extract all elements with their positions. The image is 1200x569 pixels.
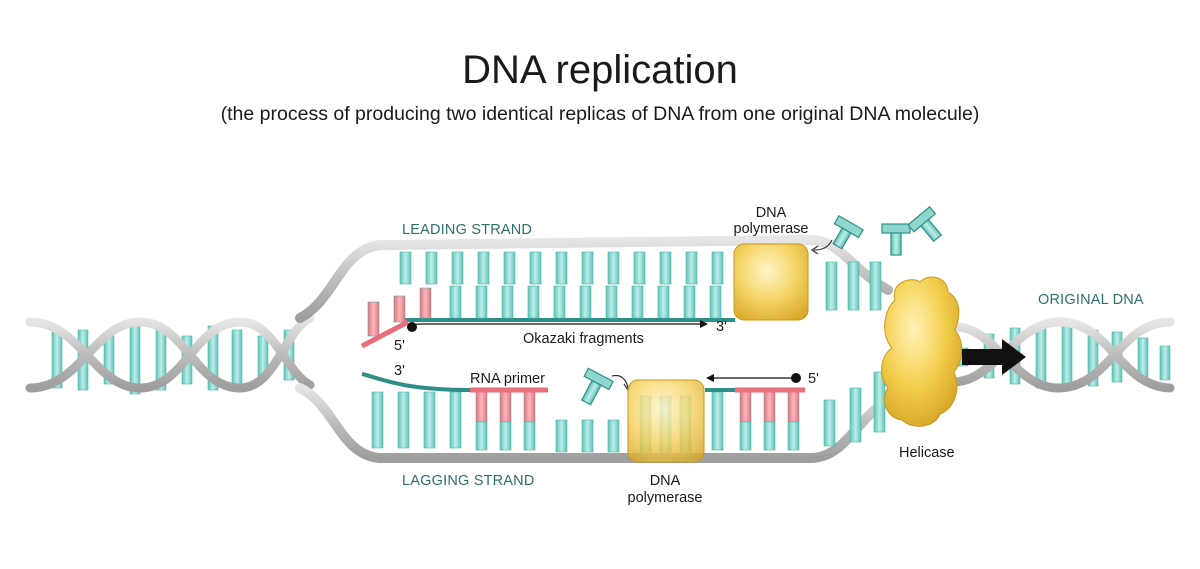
rna-primer-base	[787, 391, 800, 423]
base-pair	[847, 261, 860, 311]
base-pair	[477, 251, 490, 285]
five-prime-lower-label: 5'	[808, 371, 819, 387]
lower-parent-bases	[371, 371, 886, 453]
dna-polymerase-bottom	[627, 379, 705, 463]
base-pair	[711, 251, 724, 285]
upper-new-bases	[367, 285, 722, 337]
base-pair	[605, 285, 618, 319]
base-pair	[849, 387, 862, 443]
three-prime-upper-label: 3'	[716, 319, 727, 335]
dna-polymerase-bottom-label-line2: polymerase	[628, 490, 703, 506]
leading-strand-label: LEADING STRAND	[402, 222, 532, 238]
base-pair	[581, 251, 594, 285]
base-pair	[763, 421, 776, 451]
base-pair	[709, 285, 722, 319]
free-nucleotide-3	[907, 206, 943, 243]
base-pair	[633, 251, 646, 285]
free-nucleotides	[580, 206, 943, 406]
okazaki-direction-arrow	[407, 320, 708, 332]
rna-primer-base	[763, 391, 776, 423]
free-nucleotide-2	[881, 223, 911, 256]
base-pair	[501, 285, 514, 319]
rna-primer-base	[419, 287, 432, 319]
base-pair	[823, 399, 836, 447]
rna-primer-base	[739, 391, 752, 423]
base-pair	[449, 391, 462, 449]
base-pair	[657, 285, 670, 319]
base-pair	[869, 261, 882, 311]
five-prime-upper-label: 5'	[394, 338, 405, 354]
diagram-title: DNA replication	[462, 48, 738, 92]
base-pair	[739, 421, 752, 451]
rna-primer-label: RNA primer	[470, 371, 545, 387]
rna-primer-base	[393, 295, 406, 323]
lower-new-strand-left	[361, 372, 471, 392]
helicase	[881, 276, 963, 427]
base-pair	[231, 329, 243, 387]
base-pair	[683, 285, 696, 319]
nucleotide-arrow-bottom	[611, 374, 629, 389]
base-pair	[607, 251, 620, 285]
base-pair	[397, 391, 410, 449]
base-pair	[449, 285, 462, 319]
base-pair	[371, 391, 384, 449]
base-pair	[1061, 325, 1073, 389]
base-pair	[499, 421, 512, 451]
dna-polymerase-top-label-line1: DNA	[756, 205, 787, 221]
base-pair	[451, 251, 464, 285]
free-nucleotide-1	[832, 214, 864, 250]
helicase-label: Helicase	[899, 445, 955, 461]
right-helix-backbone-a	[935, 317, 1175, 393]
lagging-strand-label: LAGGING STRAND	[402, 473, 535, 489]
upper-parent-bases	[399, 251, 882, 311]
leading-strand-region	[295, 234, 893, 349]
base-pair	[523, 421, 536, 451]
base-pair	[475, 285, 488, 319]
base-pair	[425, 251, 438, 285]
base-pair	[555, 419, 568, 453]
helicase-direction-arrow	[962, 339, 1026, 375]
free-nucleotide-4	[580, 367, 614, 406]
right-helix-backbone-b	[935, 317, 1175, 393]
base-pair	[787, 421, 800, 451]
dna-polymerase-bottom-label-line1: DNA	[650, 473, 681, 489]
left-helix	[25, 313, 315, 395]
lagging-direction-arrow	[706, 373, 801, 383]
diagram-subtitle: (the process of producing two identical …	[220, 103, 980, 125]
base-pair	[581, 419, 594, 453]
nucleotide-arrow-top-head	[810, 245, 819, 255]
base-pair	[685, 251, 698, 285]
base-pair	[553, 285, 566, 319]
okazaki-label: Okazaki fragments	[523, 331, 644, 347]
rna-primer-base	[523, 391, 536, 423]
original-dna-label: ORIGINAL DNA	[1038, 292, 1144, 308]
base-pair	[555, 251, 568, 285]
base-pair	[399, 251, 412, 285]
rna-primer-base	[367, 301, 380, 337]
base-pair	[579, 285, 592, 319]
base-pair	[529, 251, 542, 285]
base-pair	[659, 251, 672, 285]
three-prime-lower-label: 3'	[394, 363, 405, 379]
rna-primer-base	[475, 391, 488, 423]
base-pair	[527, 285, 540, 319]
base-pair	[423, 391, 436, 449]
base-pair	[825, 261, 838, 311]
base-pair	[503, 251, 516, 285]
base-pair	[711, 391, 724, 451]
dna-polymerase-top-label-line2: polymerase	[734, 221, 809, 237]
base-pair	[475, 421, 488, 451]
base-pair	[1159, 345, 1171, 381]
lagging-primer-upper	[360, 319, 410, 349]
nucleotide-arrow-top	[813, 239, 833, 251]
base-pair	[631, 285, 644, 319]
left-helix-backbone-b	[25, 313, 315, 393]
rna-primer-base	[499, 391, 512, 423]
dna-polymerase-top	[733, 243, 809, 321]
base-pair	[607, 419, 620, 453]
lagging-strand-region	[295, 371, 893, 463]
